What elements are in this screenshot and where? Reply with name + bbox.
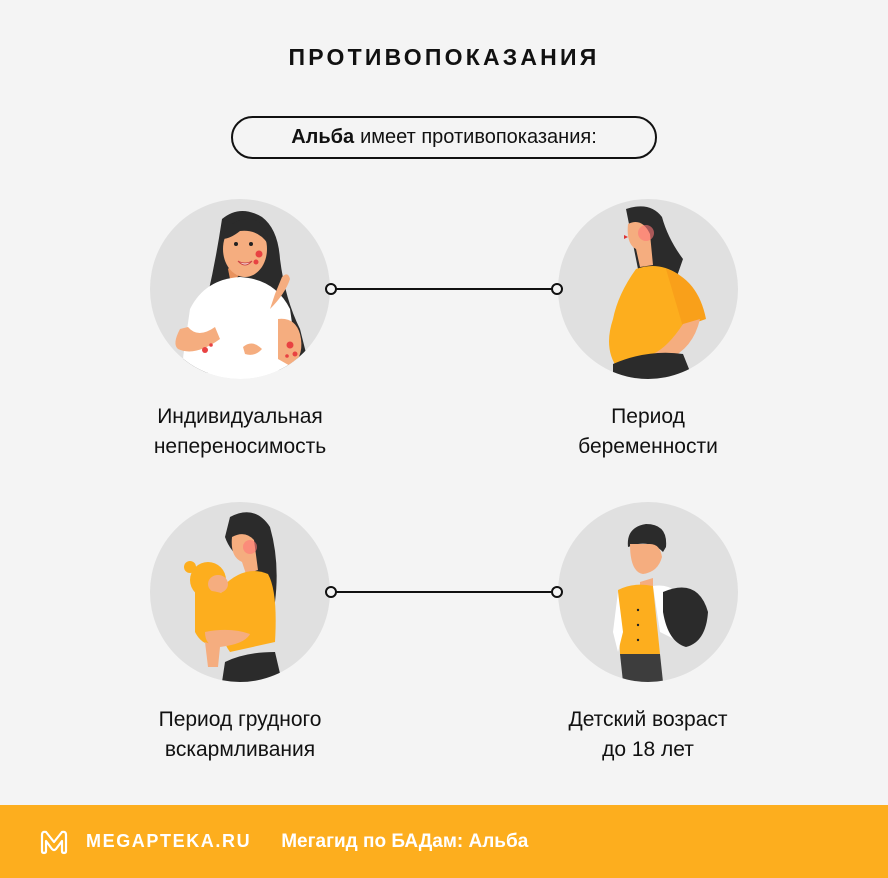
connector-line: [325, 283, 563, 295]
schoolboy-backpack-icon: [558, 502, 738, 682]
page-title: ПРОТИВОПОКАЗАНИЯ: [288, 44, 600, 70]
label-line: вскармливания: [164, 738, 316, 761]
woman-allergy-rash-icon: [150, 199, 330, 379]
item-label-intolerance: Индивидуальная непереносимость: [90, 402, 390, 462]
connector-line: [325, 586, 563, 598]
item-label-children: Детский возраст до 18 лет: [498, 705, 798, 765]
brand-name: MEGAPTEKA.RU: [86, 831, 252, 851]
label-line: непереносимость: [153, 435, 327, 458]
footer-bar: MEGAPTEKA.RU Мегагид по БАДам: Альба: [0, 805, 888, 878]
label-line: Детский возраст: [568, 708, 728, 731]
pregnant-woman-icon: [558, 199, 738, 379]
label-line: до 18 лет: [602, 738, 694, 761]
item-label-pregnancy: Период беременности: [498, 402, 798, 462]
intro-badge: Альба имеет противопоказания:: [231, 116, 657, 159]
megapteka-logo-icon: [40, 830, 68, 854]
product-name: Альба: [291, 126, 355, 148]
label-line: беременности: [578, 435, 718, 458]
item-label-breastfeeding: Период грудного вскармливания: [90, 705, 390, 765]
label-line: Период грудного: [158, 708, 322, 731]
mother-holding-baby-icon: [150, 502, 330, 682]
intro-text: имеет противопоказания:: [360, 126, 597, 148]
footer-subtitle: Мегагид по БАДам: Альба: [281, 830, 529, 852]
label-line: Индивидуальная: [157, 405, 323, 428]
label-line: Период: [611, 405, 685, 428]
